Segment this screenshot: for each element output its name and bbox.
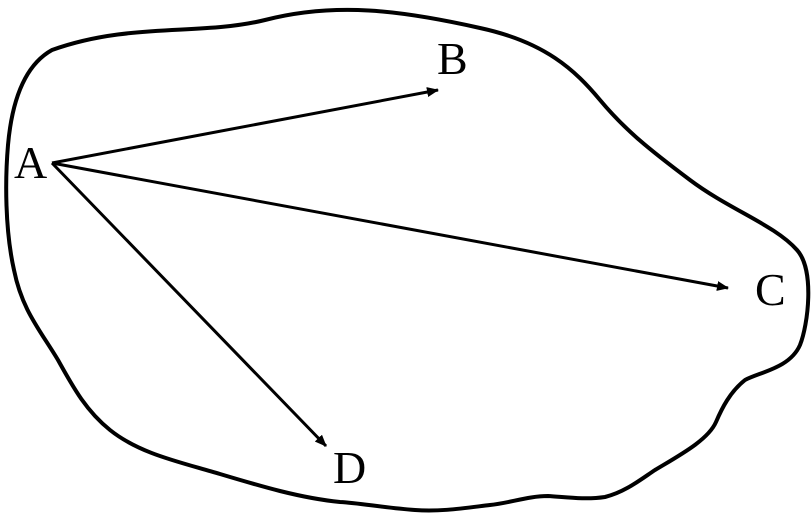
label-a: A (14, 137, 47, 188)
label-d: D (333, 442, 366, 493)
region-boundary (4, 7, 811, 513)
arrow-a-b (51, 87, 439, 165)
arrow-a-c (51, 161, 729, 291)
label-b: B (437, 33, 468, 84)
label-c: C (755, 264, 786, 315)
arrow-a-d (50, 161, 328, 448)
